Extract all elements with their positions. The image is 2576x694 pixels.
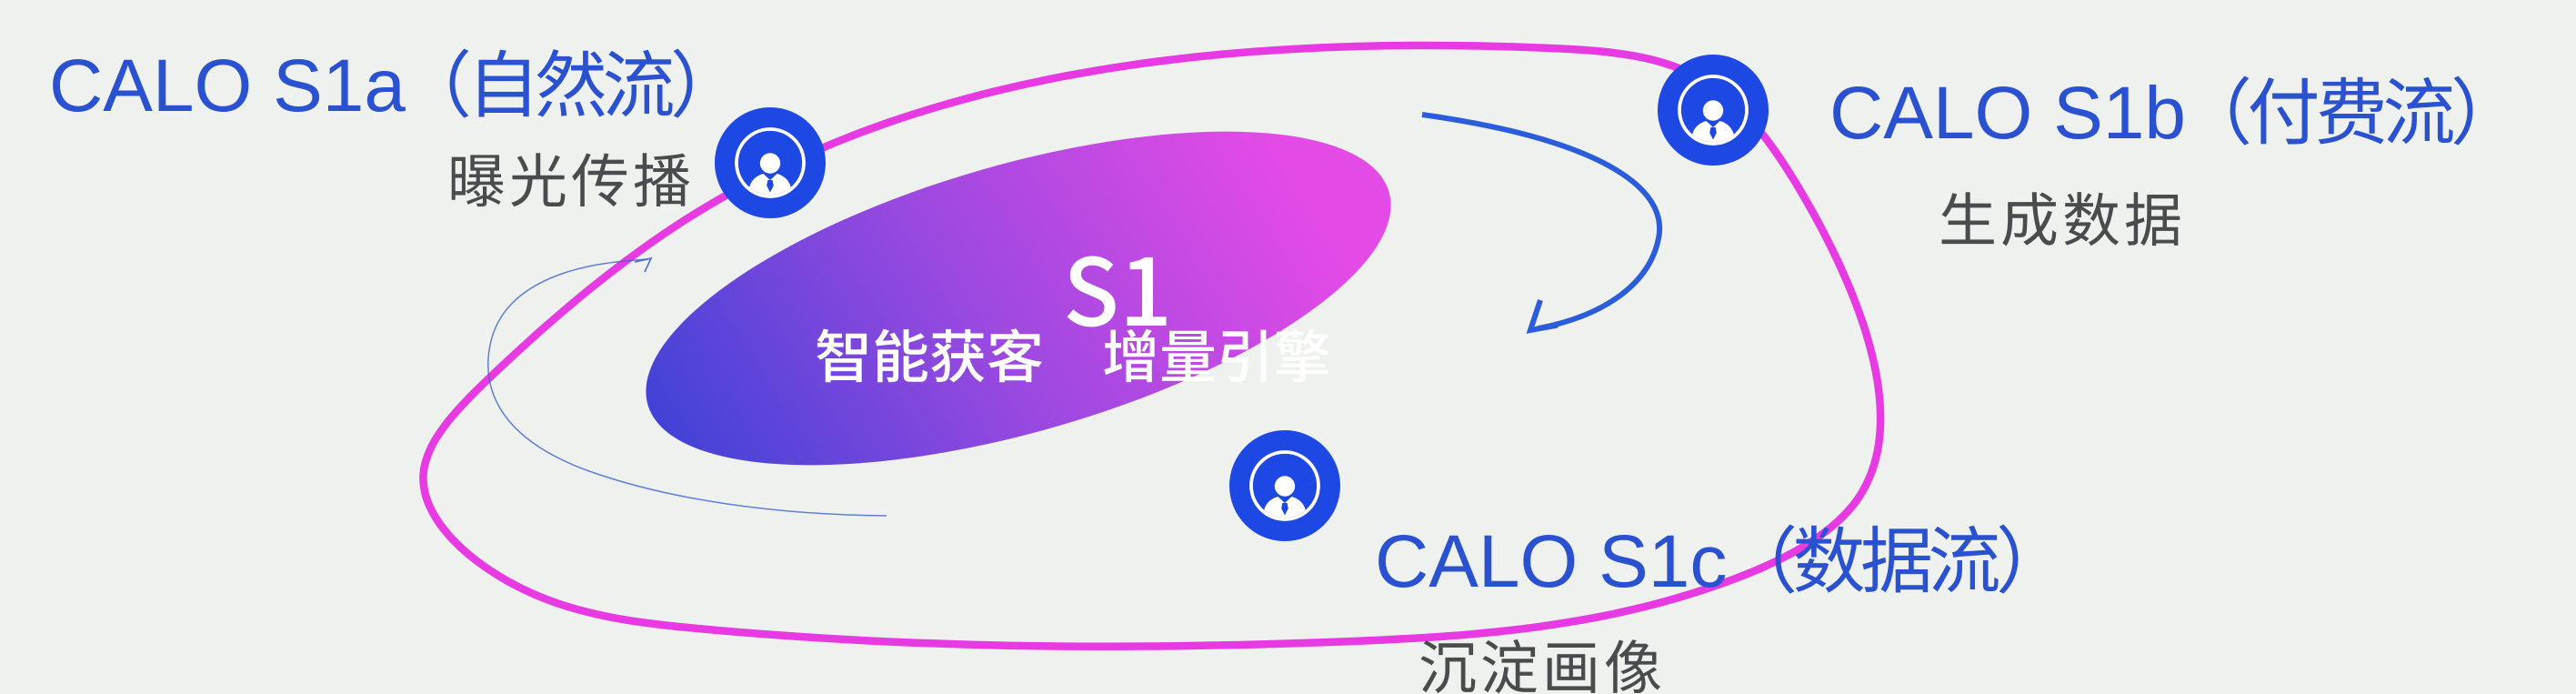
svg-text:CALO S1c: CALO S1c — [1375, 520, 1727, 603]
svg-text:CALO S1a: CALO S1a — [49, 45, 406, 127]
svg-text:CALO S1b: CALO S1b — [1829, 72, 2186, 155]
